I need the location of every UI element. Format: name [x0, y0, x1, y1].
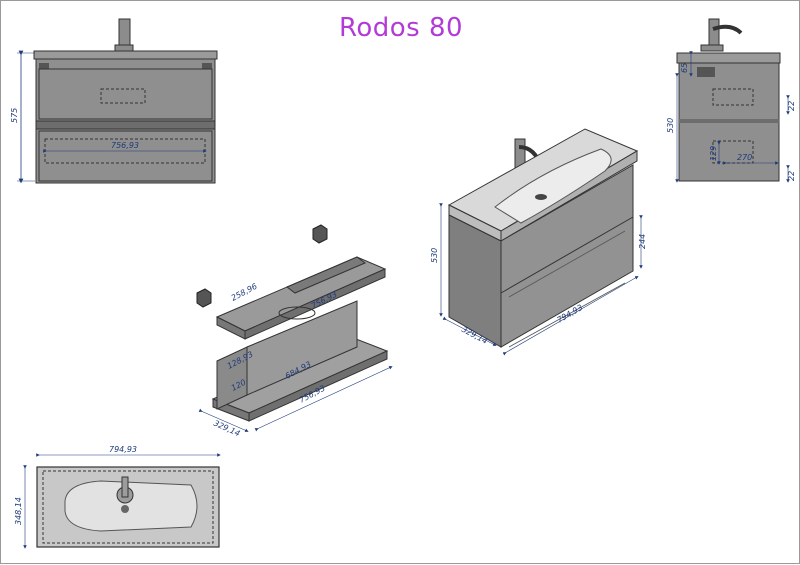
iso-height-label: 530 — [430, 248, 439, 263]
side-gap-upper-label: 22 — [787, 101, 796, 111]
top-depth-label: 348,14 — [14, 497, 23, 525]
top-drawer-width-label: 258,96 — [230, 282, 259, 303]
side-top-offset-label: 65 — [680, 63, 689, 73]
drawing-title: Rodos 80 — [338, 13, 464, 43]
front-view: 575 756,93 — [10, 18, 218, 184]
bottom-depth-label: 329,14 — [212, 419, 241, 439]
top-view: 794,93 348,14 — [14, 445, 221, 549]
top-width-label: 794,93 — [109, 445, 137, 454]
front-drawer-width-label: 756,93 — [111, 141, 139, 150]
wall-bracket-icon-2 — [196, 288, 212, 308]
side-gap-lower-label: 22 — [787, 171, 796, 181]
iso-view: 530 244 329,14 794,93 — [430, 128, 647, 356]
exploded-view: 258,96 756,93 128,93 684,93 120 329,14 7… — [196, 224, 393, 439]
wall-bracket-icon — [312, 224, 328, 244]
faucet-icon — [118, 18, 131, 48]
iso-drawer-height-label: 244 — [638, 234, 647, 249]
side-cutout-width-label: 270 — [737, 153, 752, 162]
side-view: 65 530 22 22 129 270 — [666, 18, 796, 183]
faucet-side-icon — [708, 18, 720, 48]
front-height-label: 575 — [10, 108, 19, 123]
side-height-label: 530 — [666, 118, 675, 133]
side-cutout-height-label: 129 — [709, 146, 718, 161]
